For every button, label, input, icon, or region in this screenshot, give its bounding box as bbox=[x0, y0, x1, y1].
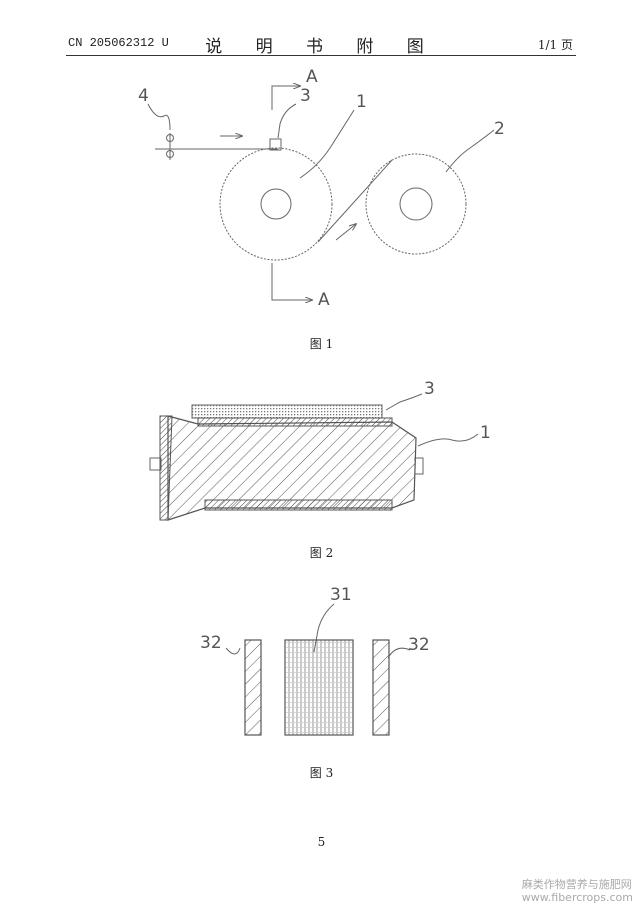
leader-2 bbox=[445, 129, 495, 173]
header-rule bbox=[66, 55, 576, 56]
leader-1-fig2 bbox=[417, 433, 479, 447]
center-block bbox=[284, 639, 354, 736]
page-of: 1/1 页 bbox=[537, 38, 573, 52]
figure-3: 31 32 32 bbox=[200, 585, 430, 736]
leader-3 bbox=[277, 103, 297, 139]
leader-32-left bbox=[225, 647, 241, 655]
guide-ring-top bbox=[166, 134, 174, 142]
label-roller-fig2: 1 bbox=[480, 423, 491, 443]
label-roller-1: 1 bbox=[356, 92, 367, 112]
label-section-top: A bbox=[306, 67, 318, 87]
label-roller-2: 2 bbox=[494, 119, 505, 139]
figure-3-caption: 图 3 bbox=[309, 766, 334, 780]
shaft-left bbox=[149, 457, 162, 471]
side-plate-left bbox=[244, 639, 262, 736]
page-title: 说 明 书 附 图 bbox=[205, 37, 438, 57]
page-number: 5 bbox=[317, 835, 326, 849]
figure-1-caption: 图 1 bbox=[309, 337, 334, 351]
watermark-line-2: www.fibercrops.com bbox=[521, 891, 633, 904]
roller-bottom-band bbox=[204, 499, 393, 511]
label-right-fig3: 32 bbox=[408, 635, 430, 655]
guide-ring-bottom bbox=[166, 150, 174, 158]
figure-2-caption: 图 2 bbox=[309, 546, 334, 560]
cutter-strip bbox=[191, 404, 383, 419]
section-mark-top bbox=[271, 86, 300, 110]
leader-32-right bbox=[387, 647, 411, 659]
label-center-fig3: 31 bbox=[330, 585, 352, 605]
side-plate-right bbox=[372, 639, 390, 736]
watermark: 麻类作物营养与施肥网 www.fibercrops.com bbox=[522, 878, 633, 904]
roller-top-band bbox=[197, 417, 393, 427]
roller-2-hub bbox=[399, 187, 433, 221]
label-cutter: 3 bbox=[300, 86, 311, 106]
figure-2: 3 1 bbox=[149, 379, 491, 521]
section-mark-bottom bbox=[271, 263, 312, 300]
shaft-right bbox=[414, 457, 424, 475]
cutter-block bbox=[269, 138, 282, 151]
leader-3-fig2 bbox=[385, 393, 423, 411]
watermark-line-1: 麻类作物营养与施肥网 bbox=[521, 878, 632, 891]
document-number: CN 205062312 U bbox=[68, 36, 169, 50]
label-left-fig3: 32 bbox=[200, 633, 222, 653]
tangent-line bbox=[317, 159, 393, 243]
roller-1 bbox=[219, 147, 333, 261]
belt-arrow bbox=[335, 224, 356, 241]
leader-1 bbox=[299, 109, 355, 179]
roller-1-hub bbox=[260, 188, 292, 220]
label-section-bottom: A bbox=[318, 290, 330, 310]
leader-4 bbox=[147, 103, 171, 131]
leader-31 bbox=[313, 603, 335, 653]
roller-2 bbox=[365, 153, 467, 255]
label-cutter-fig2: 3 bbox=[424, 379, 435, 399]
figure-1: 4 3 1 2 A A bbox=[138, 67, 505, 310]
label-guide: 4 bbox=[138, 86, 149, 106]
